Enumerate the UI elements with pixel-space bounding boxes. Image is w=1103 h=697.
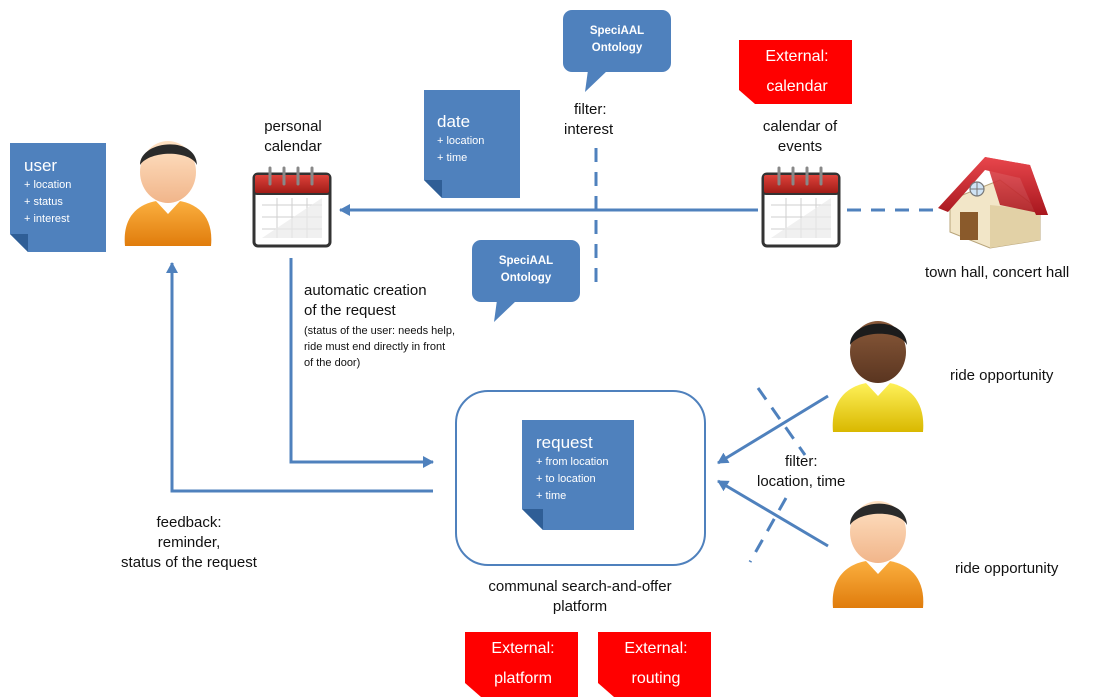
date-doc-title: date (437, 112, 471, 131)
external-routing-tag (598, 632, 711, 697)
external-platform-label: External: platform (491, 640, 555, 687)
arrow-ride-top (717, 394, 829, 465)
personal-calendar-icon (252, 166, 332, 248)
user-doc-title: user (24, 156, 58, 175)
request-document-shape (522, 420, 634, 530)
external-calendar-tag (739, 40, 852, 104)
external-platform-tag (465, 632, 578, 697)
automatic-creation-label: automatic creation of the request (304, 282, 427, 319)
town-hall-house-icon (938, 157, 1048, 249)
external-calendar-label: External: calendar (765, 48, 829, 95)
dashed-filter-top (756, 387, 807, 456)
date-document-shape (424, 90, 520, 198)
platform-label: communal search-and-offer platform (488, 578, 672, 615)
ontology-bubble-top-shape (563, 10, 671, 92)
automatic-creation-note: (status of the user: needs help, ride mu… (304, 325, 456, 369)
external-routing-label: External: routing (624, 640, 688, 687)
ride-opportunity-top-label: ride opportunity (950, 367, 1054, 384)
ride-driver-bottom-icon (832, 501, 924, 608)
dashed-filter-bottom (748, 497, 788, 563)
calendar-of-events-label: calendar of events (762, 118, 838, 155)
filter-location-time-label: filter: location, time (757, 453, 846, 490)
ontology-top-label: SpeciAAL Ontology (589, 25, 645, 54)
arrow-personal-to-platform (289, 258, 434, 468)
user-doc-item: + status (24, 196, 63, 208)
arrow-ride-bottom (717, 479, 829, 548)
filter-interest-label: filter: interest (564, 101, 614, 138)
user-doc-item: + location (24, 179, 72, 191)
date-doc-item: + time (437, 152, 468, 164)
user-doc-item: + interest (24, 213, 70, 225)
user-person-icon (124, 141, 212, 246)
user-document-shape (10, 143, 106, 252)
events-calendar-icon (761, 166, 841, 248)
request-doc-item: + from location (536, 456, 609, 468)
ontology-mid-label: SpeciAAL Ontology (498, 255, 554, 284)
feedback-label: feedback: reminder, status of the reques… (121, 514, 257, 571)
personal-calendar-label: personal calendar (264, 118, 322, 155)
connectors (166, 148, 935, 563)
arrow-feedback-to-user (166, 262, 433, 493)
request-doc-item: + to location (536, 473, 596, 485)
request-doc-title: request (536, 433, 593, 452)
town-hall-label: town hall, concert hall (925, 264, 1070, 281)
date-doc-item: + location (437, 135, 485, 147)
ride-driver-top-icon (832, 321, 924, 432)
ride-opportunity-bottom-label: ride opportunity (955, 560, 1059, 577)
ontology-bubble-mid-shape (472, 240, 580, 322)
request-doc-item: + time (536, 490, 567, 502)
